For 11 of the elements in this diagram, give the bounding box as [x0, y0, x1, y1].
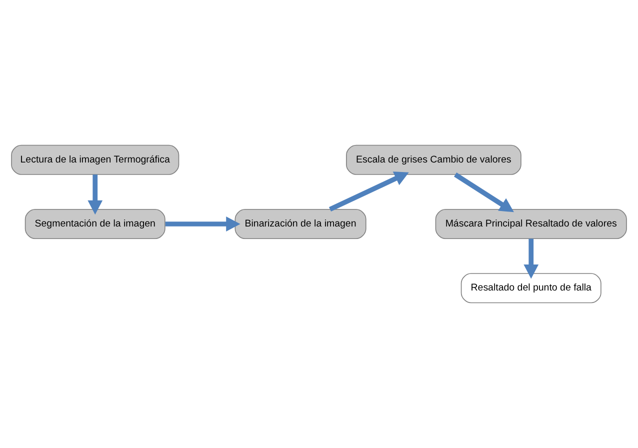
node-box: Lectura de la imagen Termográfica — [11, 144, 180, 175]
arrow — [165, 216, 240, 232]
node-box: Máscara Principal Resaltado de valores — [435, 208, 627, 240]
node-box: Binarización de la imagen — [234, 208, 366, 240]
arrow — [88, 174, 103, 215]
arrow — [328, 172, 409, 212]
node-box: Escala de grises Cambio de valores — [346, 144, 522, 175]
node-box: Resaltado del punto de falla — [460, 273, 602, 304]
node-box: Segmentación de la imagen — [24, 208, 166, 240]
arrow — [454, 172, 514, 212]
arrow — [524, 238, 539, 279]
